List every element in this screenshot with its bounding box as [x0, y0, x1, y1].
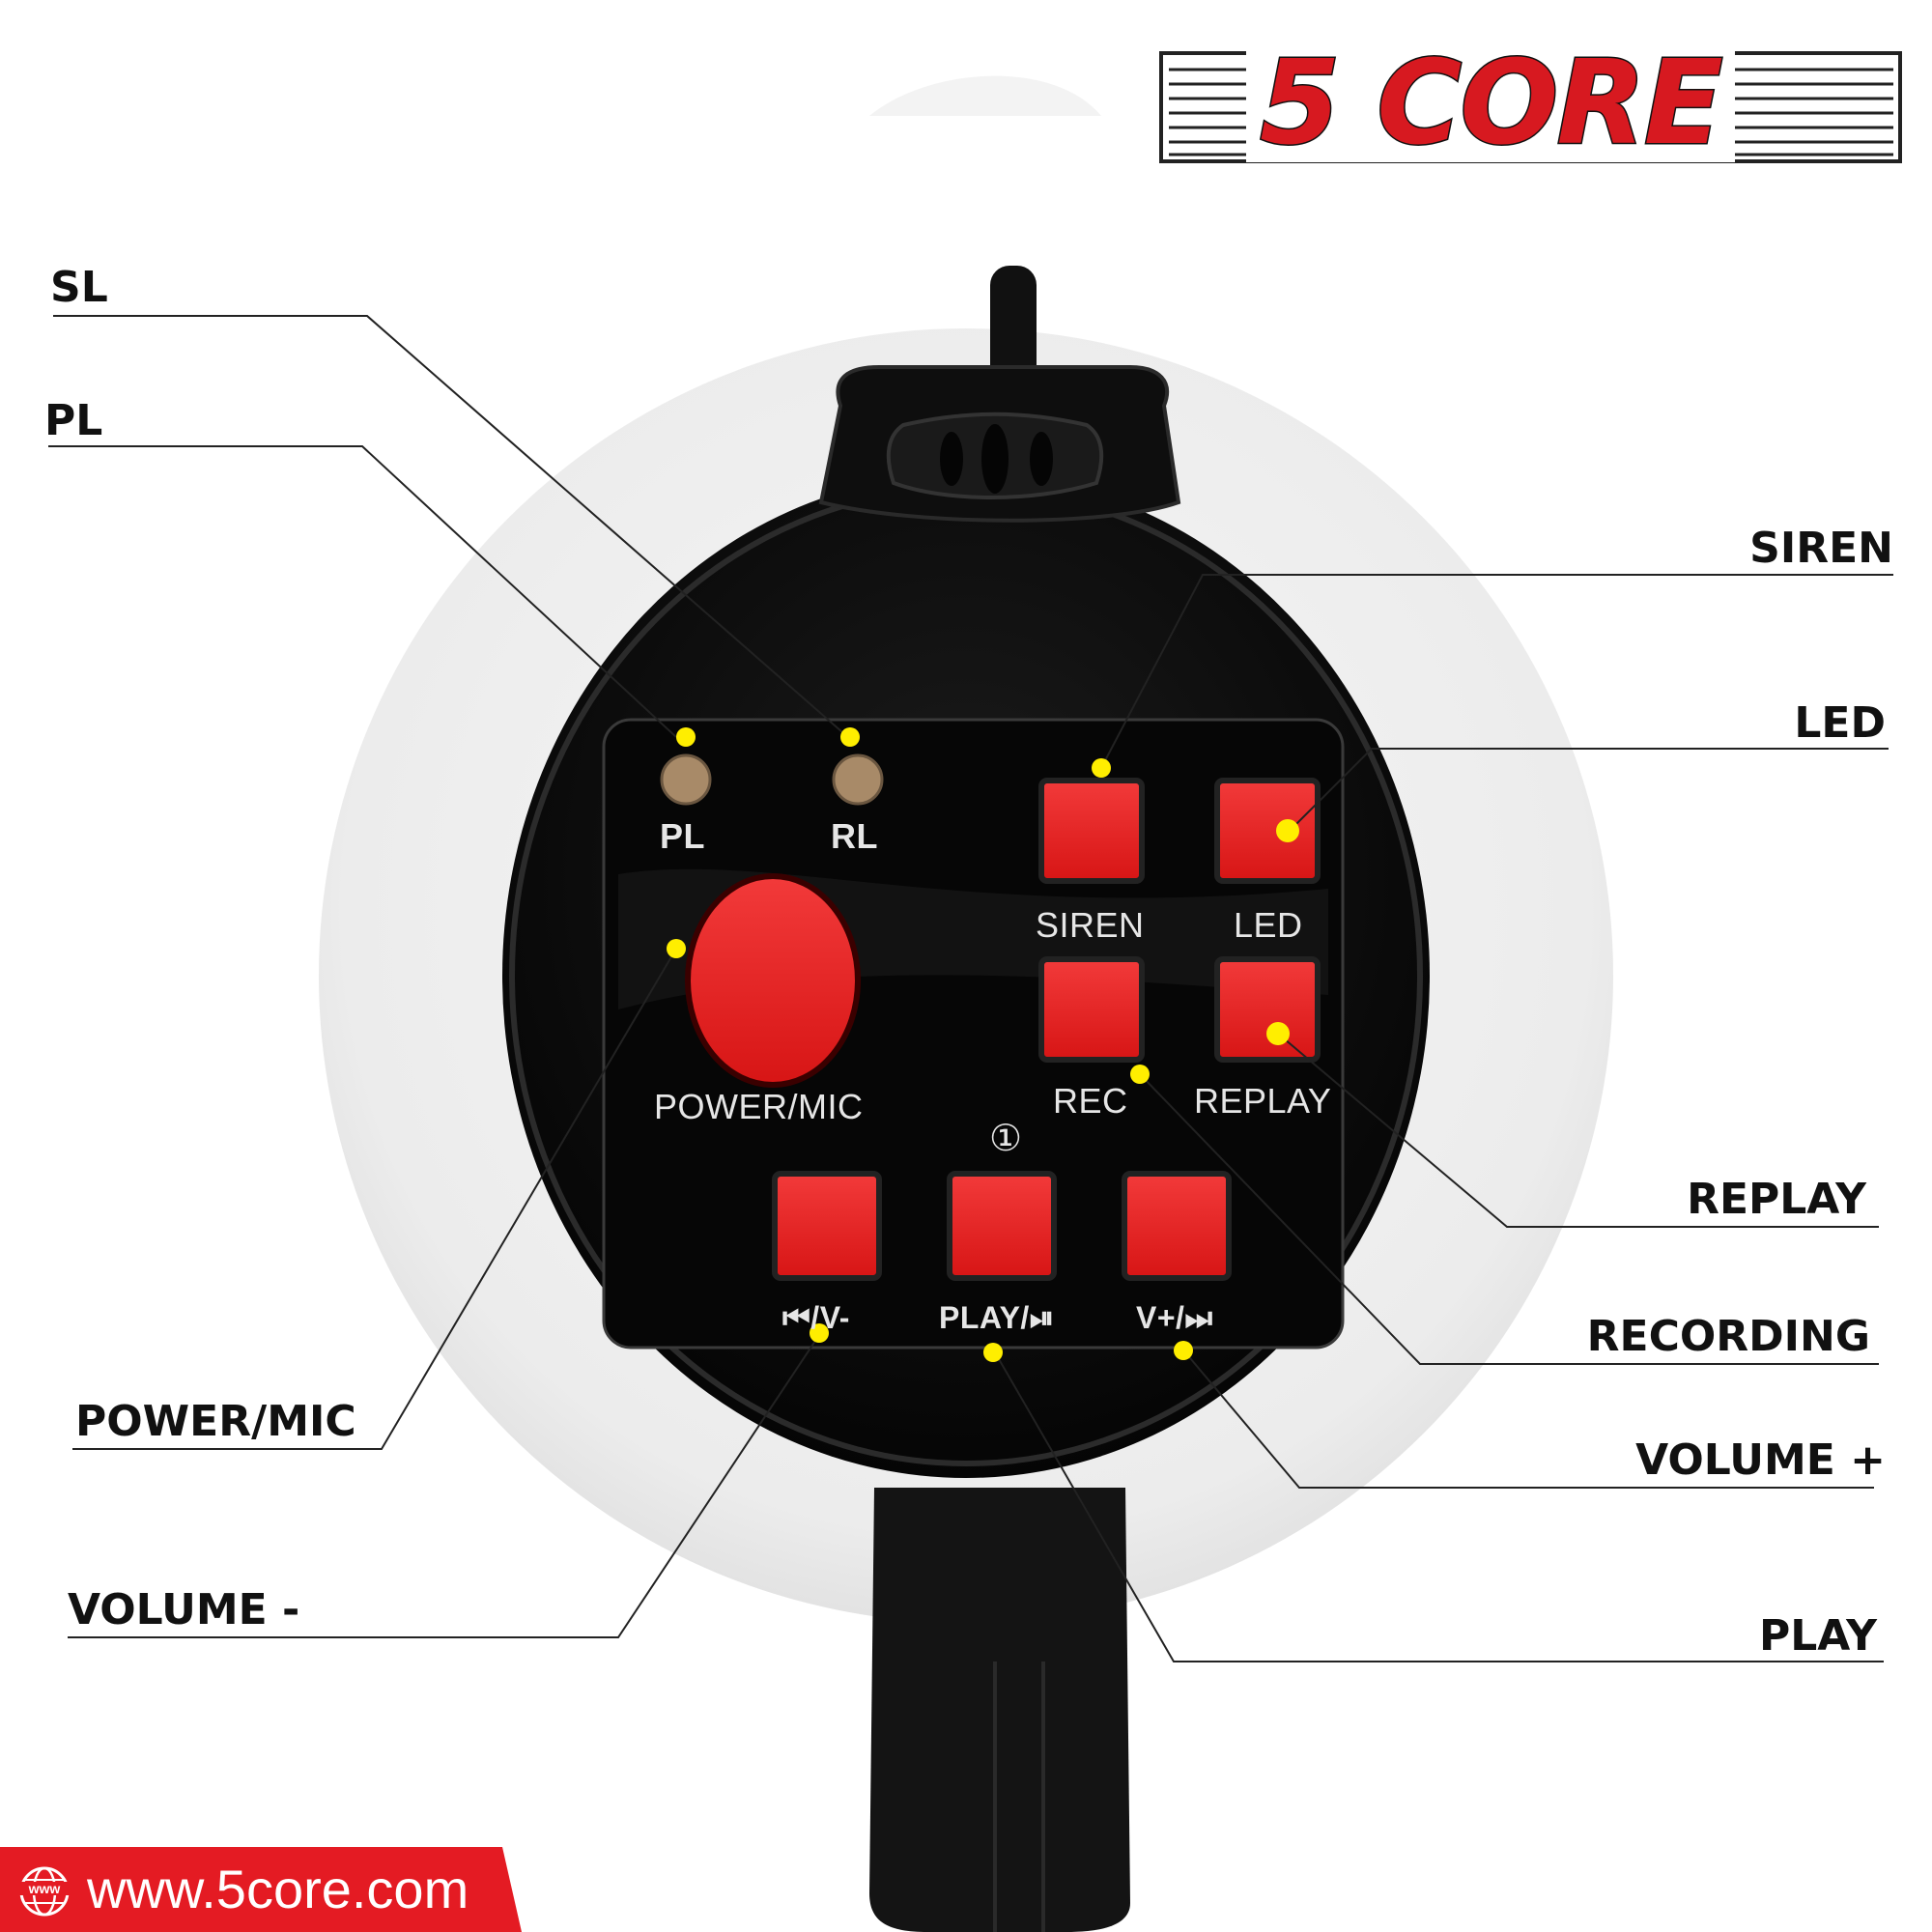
- volume-plus-marker: [1174, 1341, 1193, 1360]
- rec-button[interactable]: [1038, 956, 1145, 1063]
- website-link[interactable]: www.5core.com: [87, 1859, 469, 1919]
- pl-indicator-label: PL: [660, 816, 706, 856]
- website-banner: [0, 1847, 522, 1932]
- rl-indicator-label: RL: [831, 816, 878, 856]
- replay-button[interactable]: [1214, 956, 1321, 1063]
- replay-button-label: REPLAY: [1194, 1081, 1332, 1121]
- sl-leader-line: [53, 315, 851, 740]
- pl-leader-line: [48, 445, 677, 738]
- siren-button[interactable]: [1038, 778, 1145, 884]
- led-leader-line: [1289, 748, 1889, 832]
- callout-volume-plus: VOLUME +: [1635, 1435, 1886, 1485]
- callout-led: LED: [1794, 698, 1886, 748]
- play-marker: [983, 1343, 1003, 1362]
- callout-volume-minus: VOLUME -: [68, 1585, 300, 1634]
- play-pause-label: PLAY/⏯: [939, 1300, 1055, 1335]
- brand-logo: 5 CORE: [1246, 44, 1735, 163]
- callout-play: PLAY: [1759, 1611, 1877, 1661]
- volume-minus-leader-line: [68, 1334, 820, 1638]
- led-marker: [1276, 819, 1299, 842]
- volume-up-next-button[interactable]: [1122, 1171, 1232, 1281]
- pl-marker: [676, 727, 696, 747]
- timer-icon: ①: [989, 1119, 1023, 1159]
- siren-leader-line: [1100, 574, 1893, 769]
- grill-slot: [1030, 432, 1053, 486]
- sl-marker: [840, 727, 860, 747]
- callout-siren: SIREN: [1749, 524, 1893, 573]
- globe-icon-text: www: [17, 1882, 71, 1895]
- pl-indicator-lamp: [660, 753, 712, 806]
- volume-minus-marker: [810, 1323, 829, 1343]
- power-mic-button[interactable]: [685, 873, 861, 1088]
- prev-volume-down-label: ⏮/V-: [782, 1300, 850, 1335]
- grill-slot: [981, 424, 1009, 494]
- grill-slot: [940, 432, 963, 486]
- callout-replay: REPLAY: [1687, 1175, 1866, 1224]
- recording-leader-line: [1139, 1073, 1879, 1365]
- callout-sl: SL: [50, 263, 108, 312]
- rl-indicator-lamp: [832, 753, 884, 806]
- prev-volume-down-button[interactable]: [772, 1171, 882, 1281]
- callout-pl: PL: [44, 396, 103, 445]
- play-pause-button[interactable]: [947, 1171, 1057, 1281]
- volume-up-next-label: V+/⏭: [1136, 1300, 1213, 1335]
- handle: [869, 1488, 1130, 1932]
- siren-button-label: SIREN: [1036, 905, 1145, 945]
- horn-top-bump: [869, 75, 1101, 116]
- siren-marker: [1092, 758, 1111, 778]
- replay-marker: [1266, 1022, 1290, 1045]
- callout-power-mic: POWER/MIC: [75, 1397, 356, 1446]
- power-mic-leader-line: [72, 948, 677, 1450]
- replay-leader-line: [1277, 1033, 1879, 1228]
- callout-recording: RECORDING: [1586, 1312, 1870, 1361]
- rec-button-label: REC: [1053, 1081, 1128, 1121]
- power-mic-label: POWER/MIC: [654, 1087, 864, 1126]
- recording-marker: [1130, 1065, 1150, 1084]
- led-button-label: LED: [1234, 905, 1303, 945]
- power-mic-marker: [667, 939, 686, 958]
- led-button[interactable]: [1214, 778, 1321, 884]
- volume-plus-leader-line: [1184, 1351, 1874, 1489]
- play-leader-line: [994, 1351, 1884, 1662]
